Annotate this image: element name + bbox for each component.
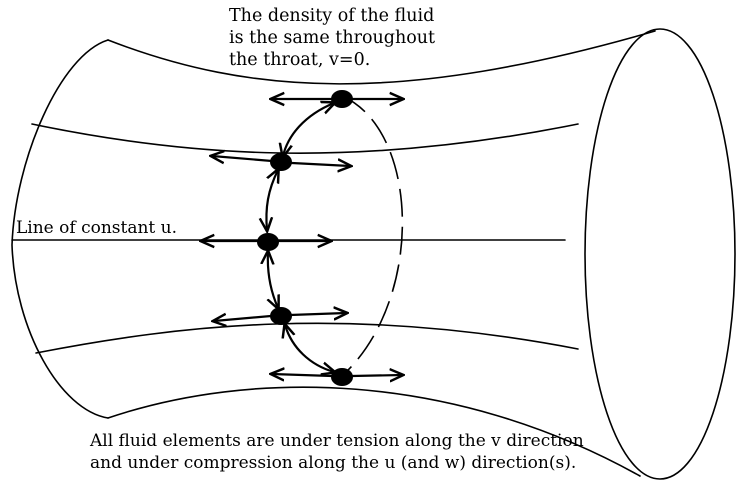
constant-u-line-1 [31, 123, 579, 154]
density-caption: The density of the fluid is the same thr… [229, 5, 435, 71]
density-caption-line-2: is the same throughout [229, 28, 436, 48]
density-caption-line-1: The density of the fluid [229, 6, 435, 26]
tension-caption-line-1: All fluid elements are under tension alo… [90, 431, 584, 451]
tension-compression-caption: All fluid elements are under tension alo… [90, 430, 584, 474]
u-arrow-lower-left [214, 316, 273, 321]
u-arrow-upper-right [290, 163, 350, 166]
fluid-element-top [331, 90, 353, 108]
constant-u-label: Line of constant u. [16, 218, 178, 238]
throat-arc-segment-2 [266, 170, 278, 230]
constant-u-line-3 [35, 322, 579, 354]
u-arrow-lower-right [288, 313, 346, 315]
u-arrow-upper-left [212, 156, 274, 161]
u-arrow-bottom-left [272, 374, 334, 376]
fluid-element-middle [257, 233, 279, 251]
throat-arc-segment-3 [268, 252, 278, 308]
bottom-outline [107, 386, 641, 477]
density-caption-line-3: the throat, v=0. [229, 50, 371, 70]
right-end-cap [584, 28, 736, 480]
u-arrow-bottom-right [350, 375, 402, 376]
fluid-element-lower [270, 307, 292, 325]
top-outline [107, 30, 656, 85]
tension-caption-line-2: and under compression along the u (and w… [90, 453, 577, 473]
left-end-cap [11, 39, 109, 419]
throat-arc-segment-1 [283, 103, 334, 156]
fluid-element-bottom [331, 368, 353, 386]
throat-arc-segment-4 [285, 325, 334, 372]
fluid-element-upper [270, 153, 292, 171]
throat-back-dashed [341, 95, 404, 377]
